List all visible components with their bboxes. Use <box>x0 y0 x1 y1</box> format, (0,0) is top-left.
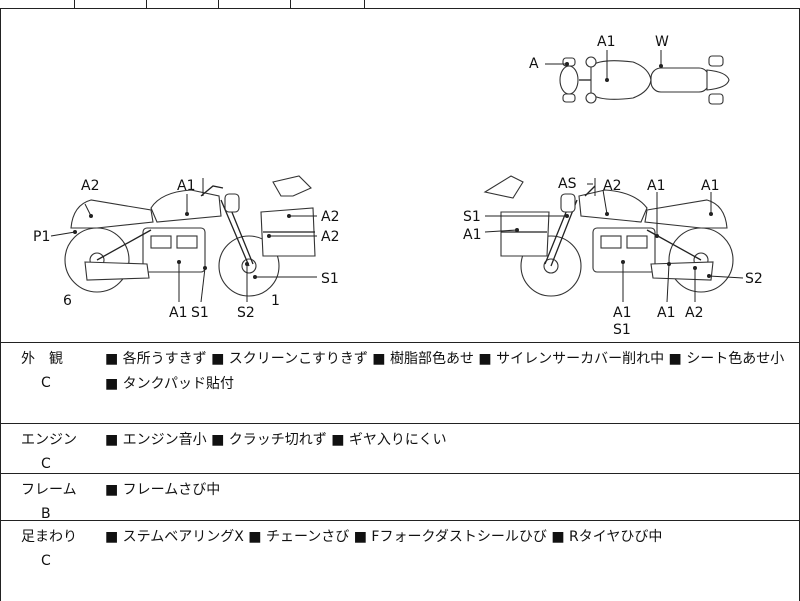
label-top-w: W <box>655 34 669 50</box>
damage-diagram: A A1 W <box>0 8 800 343</box>
label-left-a2-rear: A2 <box>81 178 99 194</box>
category-name: エンジン <box>21 432 77 448</box>
header-cell <box>0 0 75 8</box>
category-name: 足まわり <box>21 529 77 545</box>
label-left-s1-right: S1 <box>321 271 339 287</box>
condition-notes: ■ フレームさび中 <box>105 482 221 498</box>
condition-notes: ■ 各所うすきず ■ スクリーンこすりきず ■ 樹脂部色あせ ■ サイレンサーカ… <box>105 351 785 392</box>
label-right-s1-engine: S1 <box>613 322 631 338</box>
label-left-a1-engine: A1 <box>169 305 187 321</box>
label-left-num-6: 6 <box>63 293 72 309</box>
label-left-s1-engine: S1 <box>191 305 209 321</box>
label-top-a1: A1 <box>597 34 615 50</box>
category-name: 外 観 <box>21 351 63 367</box>
label-left-a1-tank: A1 <box>177 178 195 194</box>
label-left-num-1: 1 <box>271 293 280 309</box>
label-right-a1-mid: A1 <box>647 178 665 194</box>
condition-row-exterior: 外 観 C ■ 各所うすきず ■ スクリーンこすりきず ■ 樹脂部色あせ ■ サ… <box>0 343 800 424</box>
category-label: フレーム B <box>21 478 91 526</box>
header-strip <box>0 0 800 9</box>
label-right-a2-tank: A2 <box>603 178 621 194</box>
motorcycle-diagram: A A1 W <box>33 34 763 338</box>
header-cell <box>218 0 291 8</box>
label-left-p1: P1 <box>33 229 50 245</box>
condition-row-frame: フレーム B ■ フレームさび中 <box>0 474 800 522</box>
label-left-a2-bag-upper: A2 <box>321 209 339 225</box>
label-left-a2-bag-lower: A2 <box>321 229 339 245</box>
category-grade: C <box>41 553 51 569</box>
label-right-a1-bag: A1 <box>463 227 481 243</box>
condition-row-engine: エンジン C ■ エンジン音小 ■ クラッチ切れず ■ ギヤ入りにくい <box>0 424 800 474</box>
label-right-s2-wheel: S2 <box>745 271 763 287</box>
category-grade: C <box>41 375 51 391</box>
label-right-a1-engine: A1 <box>613 305 631 321</box>
label-right-as: AS <box>558 176 577 192</box>
label-right-a1-tail: A1 <box>701 178 719 194</box>
category-name: フレーム <box>21 482 77 498</box>
category-label: 足まわり C <box>21 525 91 573</box>
label-right-s1-bag: S1 <box>463 209 481 225</box>
label-top-a: A <box>529 56 539 72</box>
condition-notes: ■ ステムベアリングX ■ チェーンさび ■ Fフォークダストシールひび ■ R… <box>105 529 663 545</box>
category-grade: C <box>41 456 51 472</box>
label-right-a1-lower: A1 <box>657 305 675 321</box>
category-label: 外 観 C <box>21 347 91 395</box>
condition-notes: ■ エンジン音小 ■ クラッチ切れず ■ ギヤ入りにくい <box>105 432 447 448</box>
label-right-a2-lower: A2 <box>685 305 703 321</box>
category-label: エンジン C <box>21 428 91 476</box>
header-cell <box>74 0 147 8</box>
header-cell <box>146 0 219 8</box>
top-view-motorcycle <box>545 50 730 105</box>
condition-row-chassis: 足まわり C ■ ステムベアリングX ■ チェーンさび ■ Fフォークダストシー… <box>0 521 800 601</box>
label-left-s2-wheel: S2 <box>237 305 255 321</box>
right-side-motorcycle <box>483 175 744 303</box>
header-cell <box>290 0 365 8</box>
left-side-motorcycle <box>50 175 317 303</box>
category-grade: B <box>41 506 51 522</box>
